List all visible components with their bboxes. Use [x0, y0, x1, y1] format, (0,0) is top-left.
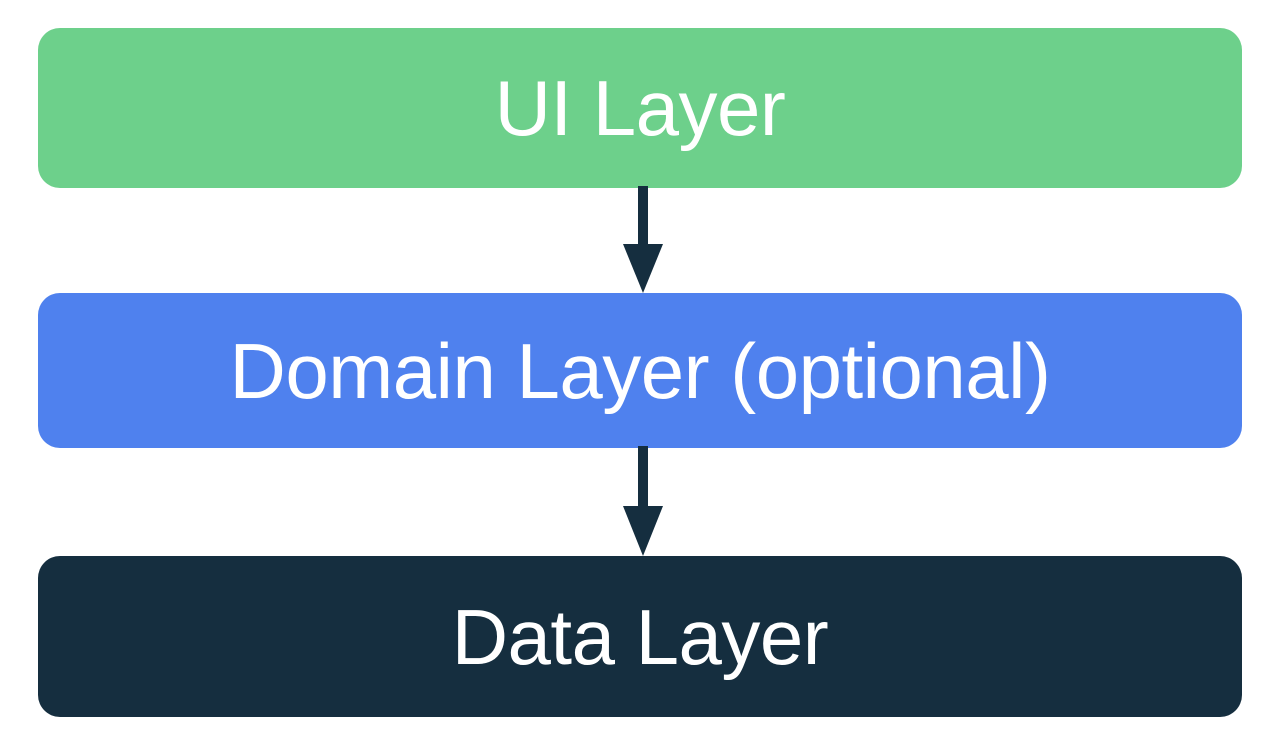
- layer-box-ui[interactable]: UI Layer: [38, 28, 1242, 188]
- layer-box-data[interactable]: Data Layer: [38, 556, 1242, 717]
- layer-label-domain: Domain Layer (optional): [229, 326, 1051, 415]
- layer-box-domain[interactable]: Domain Layer (optional): [38, 293, 1242, 448]
- layer-label-data: Data Layer: [451, 592, 829, 681]
- arrow-domain-to-data-icon: [623, 446, 663, 556]
- layer-label-ui: UI Layer: [494, 64, 786, 152]
- arrow-ui-to-domain-icon: [623, 186, 663, 293]
